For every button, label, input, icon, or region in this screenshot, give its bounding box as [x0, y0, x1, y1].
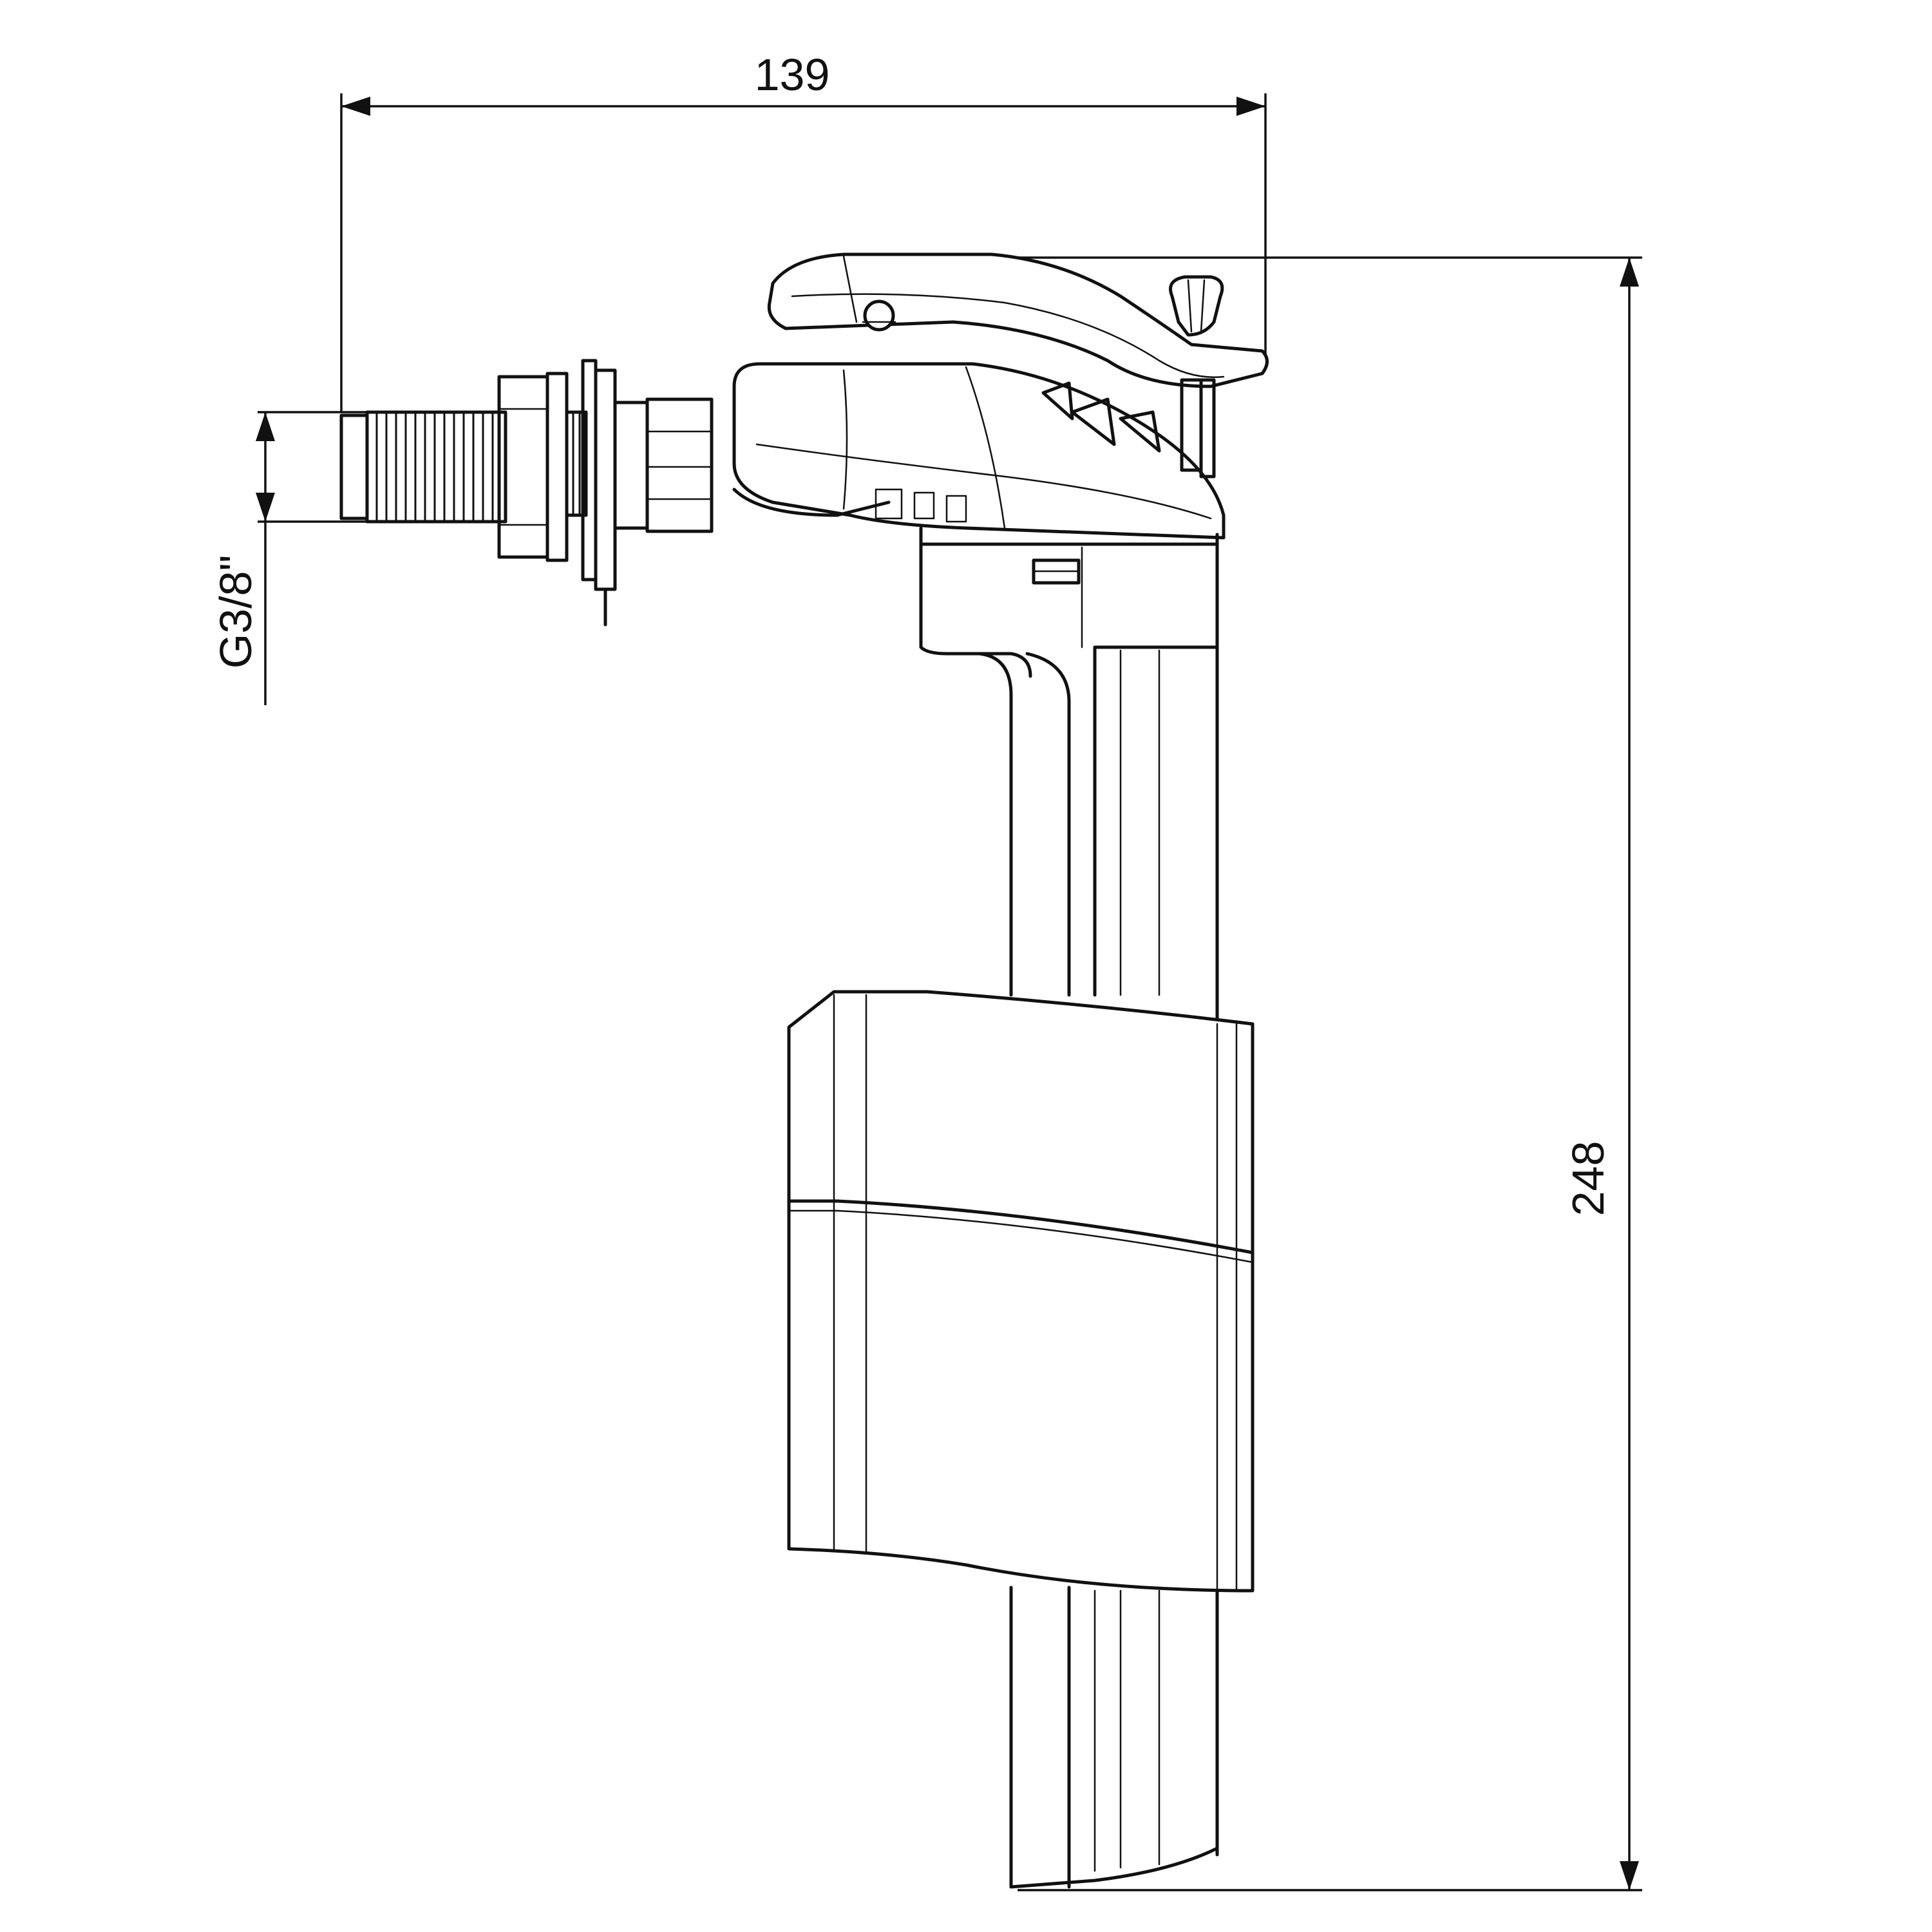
width-dimension: 139: [340, 50, 1267, 412]
washer: [545, 372, 569, 562]
inner-thread: [565, 410, 588, 517]
lid-shell: [767, 252, 1269, 388]
body-transition: [919, 526, 1032, 678]
width-arrow-right: [1236, 97, 1265, 116]
thread-arrow-bottom: [256, 493, 275, 522]
height-dimension: 248: [850, 256, 1642, 1891]
inlet-assembly: [339, 359, 714, 627]
connector-stub: [613, 401, 649, 530]
inner-channel-right: [1025, 652, 1071, 997]
pivot-pin-icon: [863, 299, 895, 332]
thread-arrow-top: [256, 412, 275, 441]
float-seam: [787, 1199, 1255, 1255]
width-label: 139: [755, 50, 830, 100]
height-arrow-top: [1620, 258, 1639, 287]
vent-slot-3: [1119, 410, 1161, 453]
connector-body: [645, 397, 714, 533]
inner-channel-left: [977, 652, 1013, 997]
valve-head: [732, 362, 1226, 540]
height-arrow-bottom: [1620, 1861, 1639, 1890]
threaded-shank: [365, 410, 507, 524]
inlet-end-cap: [339, 413, 369, 520]
float-body: [787, 990, 1255, 1593]
float-cup: [787, 990, 1255, 1593]
mounting-clip: [594, 368, 617, 591]
width-arrow-left: [341, 97, 370, 116]
float-arm-lid: [767, 252, 1269, 388]
thread-dimension: G3/8": [211, 411, 374, 705]
vent-slot-2: [1070, 397, 1116, 446]
height-label: 248: [1563, 1141, 1613, 1217]
adjustment-knob-icon[interactable]: [1169, 275, 1224, 337]
tube-bottom: [1009, 1846, 1219, 1889]
thread-label: G3/8": [211, 555, 261, 669]
vent-slot-1: [1041, 381, 1074, 421]
thread-lines: [375, 413, 494, 520]
